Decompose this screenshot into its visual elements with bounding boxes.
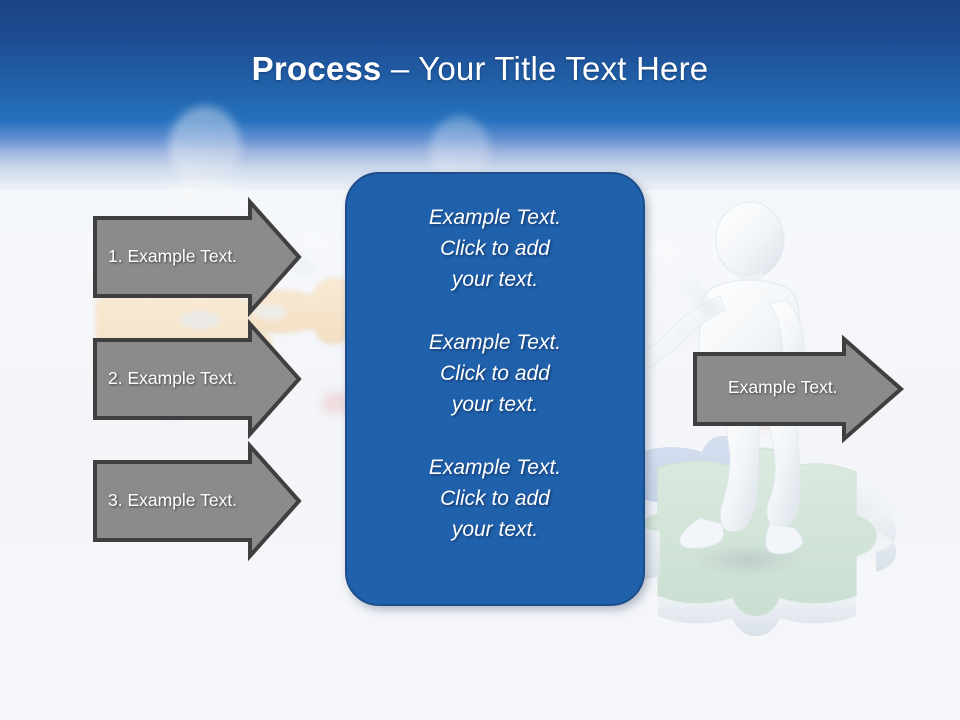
left-arrow-2[interactable]: 2. Example Text. <box>92 318 302 440</box>
slide-title: Process – Your Title Text Here <box>0 50 960 88</box>
center-paragraph-1: Example Text. Click to add your text. <box>428 206 562 291</box>
background-figure-right-secondary <box>653 238 718 343</box>
center-content-panel[interactable]: Example Text. Click to add your text. Ex… <box>345 172 645 606</box>
center-paragraph-3: Example Text. Click to add your text. <box>428 456 562 541</box>
title-rest-part: – Your Title Text Here <box>381 50 709 87</box>
center-paragraph-2: Example Text. Click to add your text. <box>428 331 562 416</box>
right-arrow[interactable]: Example Text. <box>692 334 905 444</box>
left-arrow-1[interactable]: 1. Example Text. <box>92 196 302 318</box>
left-arrow-3[interactable]: 3. Example Text. <box>92 440 302 562</box>
background-prop-left <box>320 386 352 414</box>
title-bold-part: Process <box>251 50 382 87</box>
